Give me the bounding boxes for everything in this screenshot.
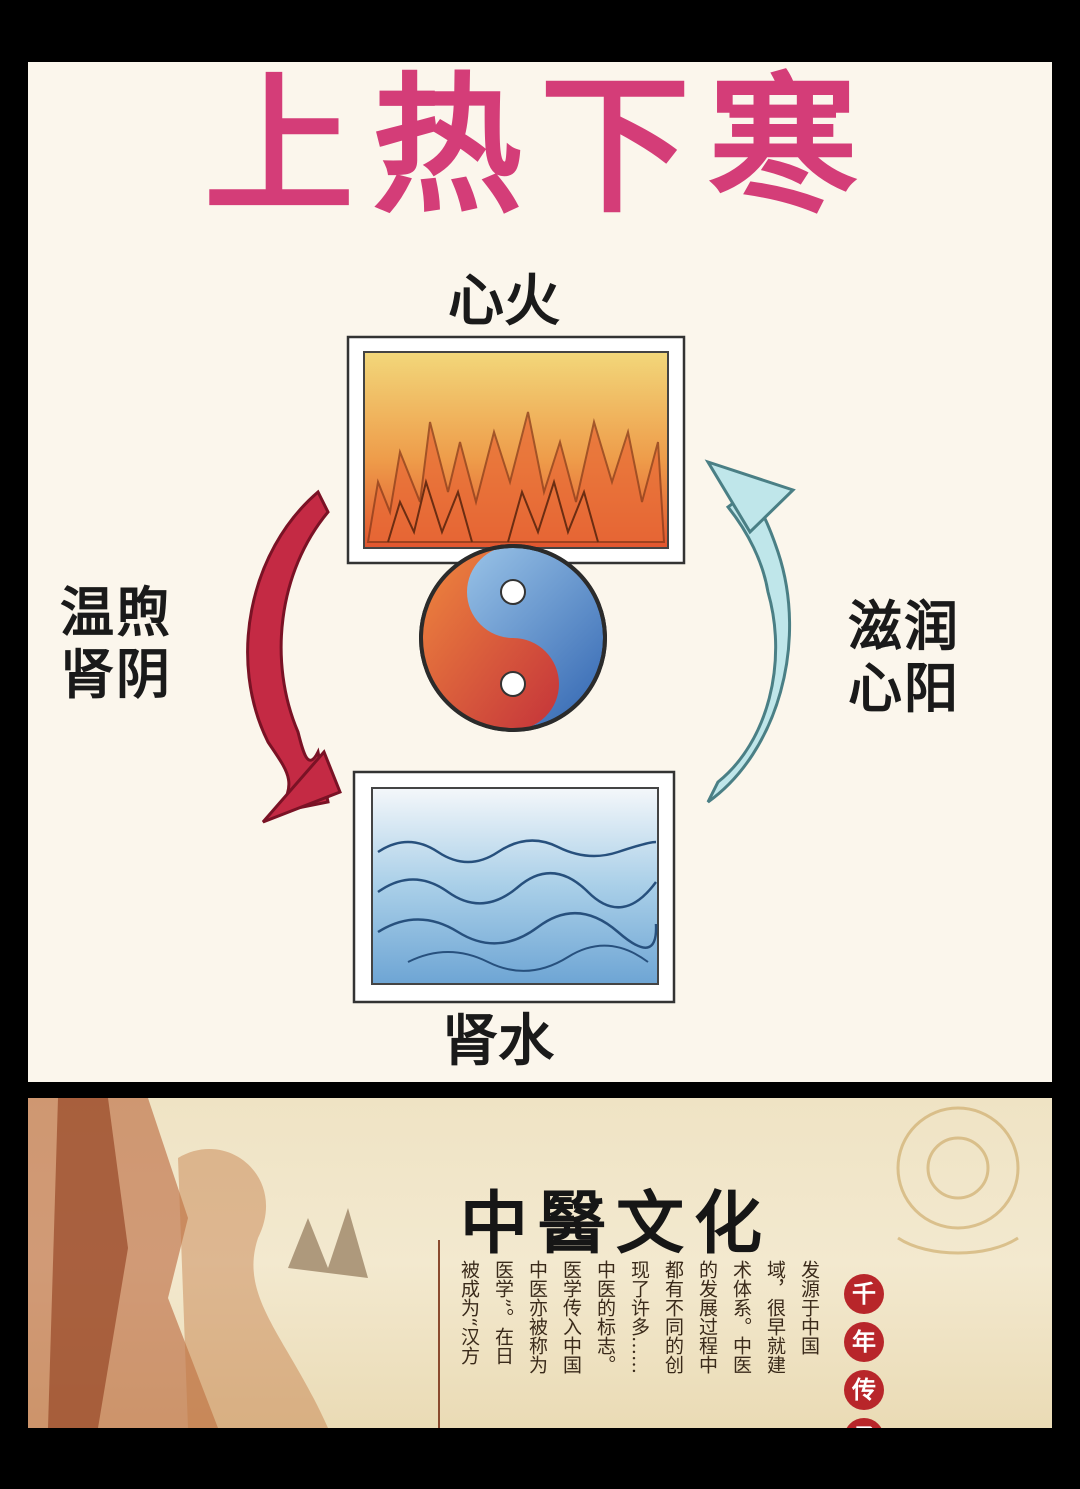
diagram-art (246, 335, 796, 1004)
water-frame (352, 770, 676, 1004)
bottom-label: 肾水 (442, 1009, 554, 1074)
scroll-column: 域，很早就建 (764, 1260, 786, 1374)
right-label-line-2: 心阳 (848, 657, 960, 720)
left-label-line-2: 肾阴 (60, 643, 172, 706)
scroll-column: 中医亦被称为 (526, 1260, 548, 1374)
scroll-column: 被成为“汉方 (458, 1260, 480, 1365)
landscape-painting (28, 1098, 1020, 1428)
scroll-column: 现了许多…… (628, 1260, 650, 1374)
left-label-line-1: 温煦 (60, 581, 172, 644)
left-arrow (246, 489, 342, 824)
top-label: 心火 (448, 269, 560, 334)
yin-yang-symbol (419, 544, 607, 732)
right-arrow (704, 459, 796, 804)
text-scroll: 发源于中国 域，很早就建 术体系。中医 的发展过程中 都有不同的创 现了许多……… (438, 1240, 830, 1428)
banner-title: 中醫文化 (460, 1184, 773, 1264)
bottom-bar (0, 1430, 1080, 1489)
seal-char: 年 (844, 1322, 884, 1362)
seal-char: 承 (844, 1418, 884, 1428)
scroll-column: 医学”。在日 (492, 1260, 514, 1365)
scroll-column: 的发展过程中 (696, 1260, 718, 1374)
scroll-column: 术体系。中医 (730, 1260, 752, 1374)
right-label-line-1: 滋润 (848, 595, 960, 658)
diagram-panel: 上热下寒 心火 (28, 62, 1052, 1082)
fire-frame (346, 335, 686, 565)
scroll-column: 发源于中国 (798, 1260, 820, 1355)
left-label: 温煦 肾阴 (60, 582, 172, 706)
seal-char: 传 (844, 1370, 884, 1410)
scroll-column: 医学传入中国 (560, 1260, 582, 1374)
seal-char: 千 (844, 1274, 884, 1314)
scroll-column: 中医的标志。 (594, 1260, 616, 1374)
scroll-column: 都有不同的创 (662, 1260, 684, 1374)
diagram-title: 上热下寒 (203, 60, 876, 234)
right-label: 滋润 心阳 (848, 596, 960, 720)
culture-banner: 中醫文化 发源于中国 域，很早就建 术体系。中医 的发展过程中 都有不同的创 现… (28, 1098, 1052, 1428)
seal-stack: 千 年 传 承 (844, 1274, 884, 1428)
flames (366, 411, 666, 543)
